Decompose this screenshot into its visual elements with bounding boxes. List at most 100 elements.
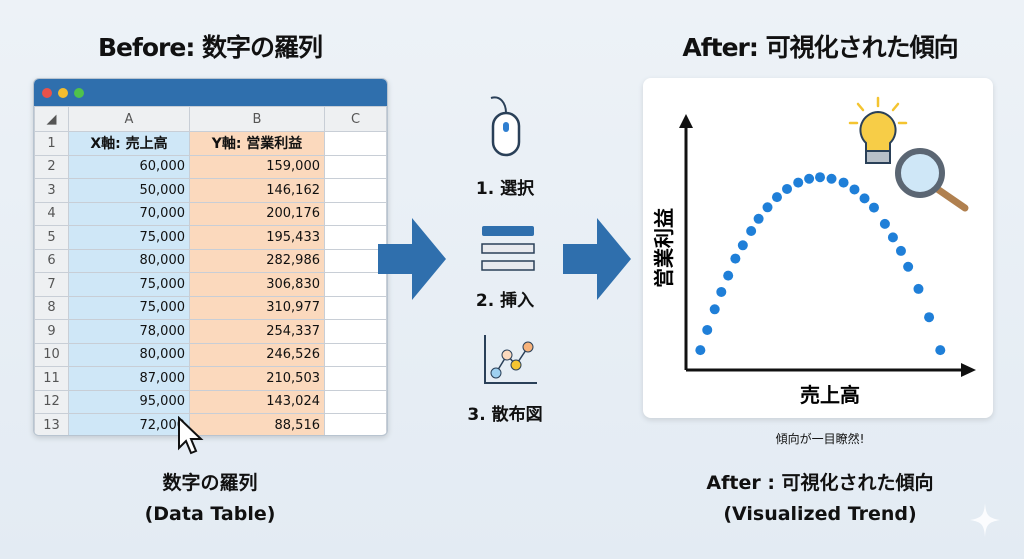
menu-icon [481,226,535,271]
profit-cell[interactable]: 306,830 [189,272,325,297]
sales-cell[interactable]: 70,000 [68,201,190,226]
row-number[interactable]: 12 [34,389,69,414]
chart-card: 売上高 営業利益 [643,78,993,418]
profit-cell[interactable]: 310,977 [189,295,325,320]
data-point [826,173,837,184]
row-number[interactable]: 11 [34,366,69,391]
data-point [737,240,748,251]
row-number[interactable]: 5 [34,225,69,250]
sales-cell[interactable]: 72,000 [68,413,190,435]
data-point [782,183,793,194]
data-point [849,184,860,195]
data-point [730,253,741,264]
y-axis-arrow [679,114,693,128]
column-header-a[interactable]: A [68,106,190,132]
cell-c[interactable] [324,389,387,414]
cell-c[interactable] [324,342,387,367]
data-point [695,345,706,356]
sales-cell[interactable]: 95,000 [68,389,190,414]
cell-c[interactable] [324,366,387,391]
sales-cell[interactable]: 75,000 [68,295,190,320]
profit-cell[interactable]: 210,503 [189,366,325,391]
row-number[interactable]: 13 [34,413,69,435]
cell-c[interactable] [324,295,387,320]
profit-cell[interactable]: 254,337 [189,319,325,344]
select-all-corner[interactable]: ◢ [34,106,69,132]
profit-cell[interactable]: 143,024 [189,389,325,414]
minimize-button[interactable] [58,87,68,98]
header-cell-y[interactable]: Y軸: 営業利益 [189,131,325,156]
step-scatter-label: 3. 散布図 [467,405,543,425]
sales-cell[interactable]: 50,000 [68,178,190,203]
sales-cell[interactable]: 75,000 [68,225,190,250]
data-point [716,286,727,297]
profit-cell[interactable]: 159,000 [189,154,325,179]
row-number[interactable]: 3 [34,178,69,203]
sales-cell[interactable]: 80,000 [68,248,190,273]
lightbulb-icon [848,96,908,164]
column-header-b[interactable]: B [189,106,325,132]
row-number[interactable]: 2 [34,154,69,179]
sales-cell[interactable]: 60,000 [68,154,190,179]
row-number[interactable]: 8 [34,295,69,320]
after-title: After: 可視化された傾向 [682,33,958,62]
row-number[interactable]: 9 [34,319,69,344]
after-caption-en: (Visualized Trend) [723,503,917,525]
sparkle-icon [970,503,1000,537]
step-select-label: 1. 選択 [475,179,535,199]
window-titlebar [34,79,387,106]
arrow-right-icon [378,218,446,300]
trend-note: 傾向が一目瞭然! [775,432,865,446]
data-point [895,245,906,256]
cell-c[interactable] [324,272,387,297]
after-caption: After : 可視化された傾向 [706,472,934,494]
sales-cell[interactable]: 80,000 [68,342,190,367]
profit-cell[interactable]: 195,433 [189,225,325,250]
sales-cell[interactable]: 87,000 [68,366,190,391]
arrow-right-icon [563,218,631,300]
data-point [793,177,804,188]
row-number[interactable]: 6 [34,248,69,273]
close-button[interactable] [42,87,52,98]
x-axis-label: 売上高 [800,383,860,407]
profit-cell[interactable]: 200,176 [189,201,325,226]
column-header-c[interactable]: C [324,106,387,132]
data-point [702,324,713,335]
cell-c[interactable] [324,319,387,344]
sales-cell[interactable]: 78,000 [68,319,190,344]
row-number[interactable]: 7 [34,272,69,297]
step-insert-label: 2. 挿入 [475,291,535,311]
maximize-button[interactable] [74,87,84,98]
cell-c[interactable] [324,154,387,179]
mouse-icon [490,96,521,157]
row-number[interactable]: 10 [34,342,69,367]
profit-cell[interactable]: 282,986 [189,248,325,273]
profit-cell[interactable]: 246,526 [189,342,325,367]
profit-cell[interactable]: 88,516 [189,413,325,435]
header-cell-x[interactable]: X軸: 売上高 [68,131,190,156]
row-number[interactable]: 4 [34,201,69,226]
cell-c[interactable] [324,178,387,203]
data-point [868,202,879,213]
profit-cell[interactable]: 146,162 [189,178,325,203]
data-point [924,312,935,323]
cell-c[interactable] [324,131,387,156]
data-point [879,218,890,229]
sales-cell[interactable]: 75,000 [68,272,190,297]
cell-c[interactable] [324,413,387,435]
y-axis-label: 営業利益 [652,208,676,288]
cell-c[interactable] [324,248,387,273]
row-number[interactable]: 1 [34,131,69,156]
